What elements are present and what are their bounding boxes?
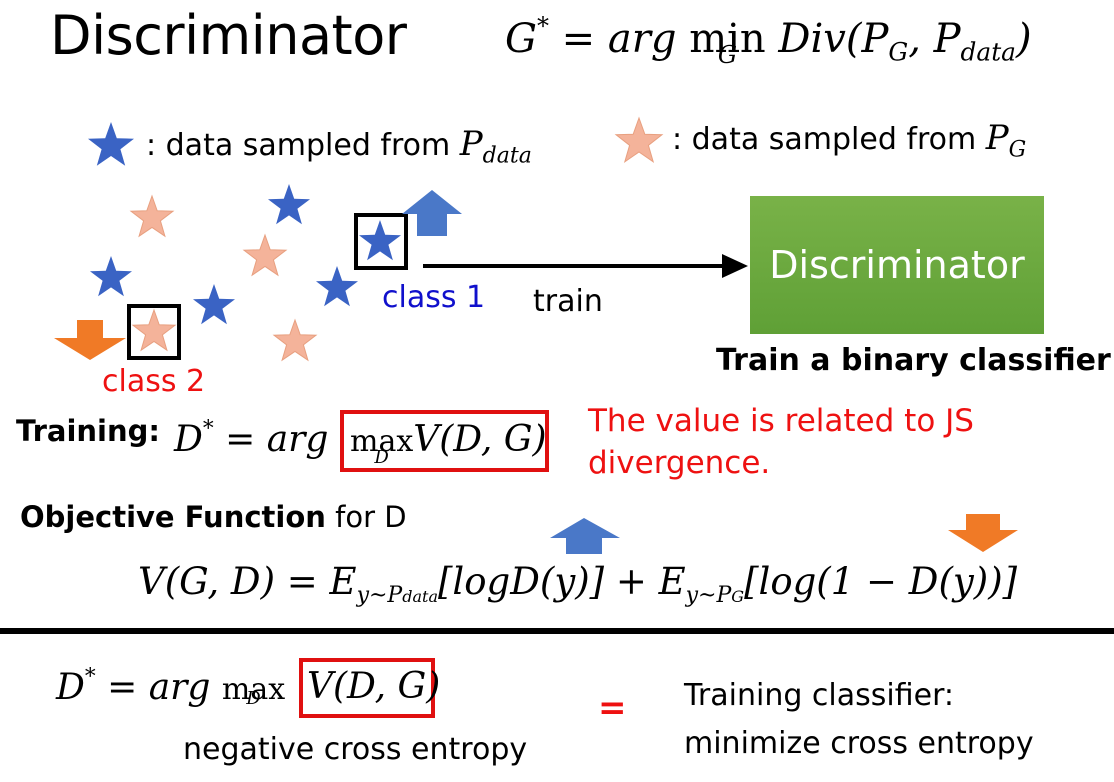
real-sample-star (359, 220, 401, 261)
real-sample-star (268, 184, 310, 225)
objective-formula: V(G, D) = Ey~Pdata[logD(y)] + Ey~PG[log(… (138, 560, 1018, 608)
class1-label: class 1 (382, 280, 486, 315)
js-divergence-note: The value is related to JS divergence. (588, 400, 974, 484)
classifier-line2: minimize cross entropy (684, 726, 1034, 761)
generated-sample-star (273, 319, 317, 361)
page-title: Discriminator (50, 4, 407, 67)
class2-selection-box (127, 304, 181, 360)
bottom-value-box: V(D, G) (299, 658, 440, 718)
increase-arrow-icon (402, 190, 462, 236)
real-sample-star (90, 256, 132, 297)
generated-sample-star (130, 195, 174, 237)
js-note-line2: divergence. (588, 445, 771, 481)
equals-sign: = (598, 688, 627, 728)
class2-label: class 2 (102, 364, 206, 399)
discriminator-box: Discriminator (750, 196, 1044, 334)
js-note-line1: The value is related to JS (588, 403, 974, 439)
objective-heading: Objective Function for D (20, 500, 407, 534)
real-sample-star (193, 284, 235, 325)
training-formula: D* = arg (174, 416, 329, 461)
generated-sample-star (132, 309, 176, 351)
minimize-arrow-icon (948, 514, 1018, 552)
train-label: train (533, 284, 603, 319)
train-arrowhead-icon (722, 254, 748, 278)
decrease-arrow-icon (54, 320, 126, 360)
sample-scatter (54, 184, 748, 361)
generated-sample-star (243, 234, 287, 276)
blue-star-legend-icon (88, 122, 134, 166)
training-label: Training: (16, 414, 160, 448)
negative-cross-entropy-label: negative cross entropy (183, 732, 528, 767)
legend-generated-data: : data sampled from PG (672, 118, 1027, 163)
class1-selection-box (354, 213, 408, 270)
classifier-description: Training classifier: minimize cross entr… (684, 672, 1034, 768)
maximize-arrow-icon (550, 518, 620, 554)
orange-star-legend-icon (614, 116, 664, 164)
section-divider (0, 628, 1114, 634)
legend-real-data: : data sampled from Pdata (146, 124, 532, 169)
classifier-line1: Training classifier: (684, 678, 954, 713)
binary-classifier-caption: Train a binary classifier (716, 343, 1111, 378)
real-sample-star (316, 266, 358, 307)
